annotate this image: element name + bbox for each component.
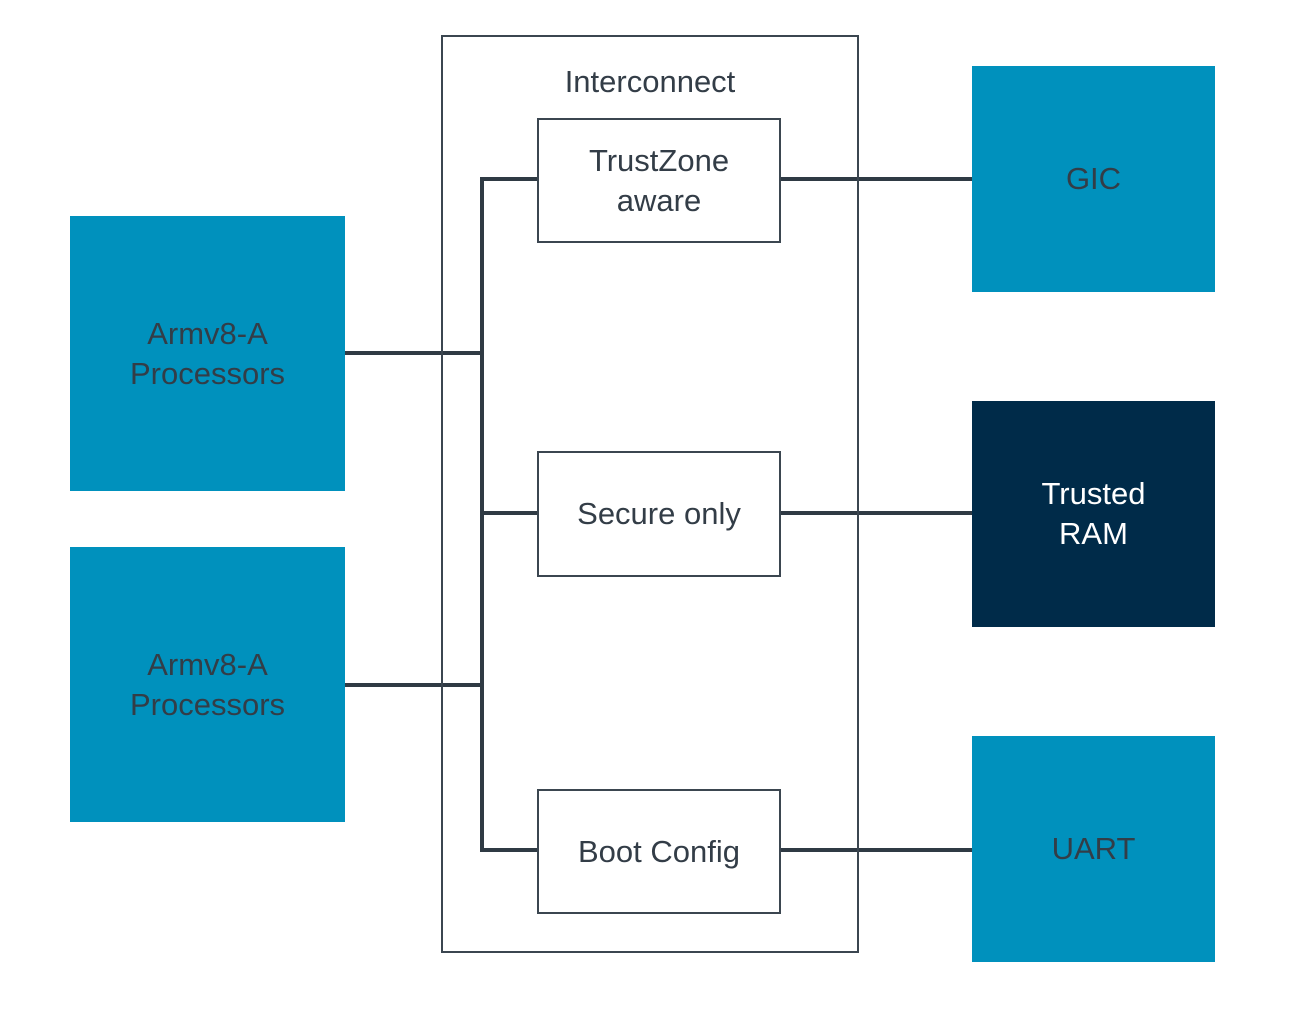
processor-2-line2: Processors <box>129 686 286 722</box>
processor-block-1: Armv8-A Processors <box>70 216 345 491</box>
uart-label: UART <box>1051 831 1136 866</box>
boot-config-block: Boot Config <box>537 789 781 914</box>
trusted-ram-line1: Trusted <box>1041 476 1146 511</box>
trusted-ram-block: Trusted RAM <box>972 401 1215 627</box>
processor-1-line2: Processors <box>129 355 286 391</box>
uart-block: UART <box>972 736 1215 962</box>
trustzone-line2: aware <box>616 182 702 218</box>
processor-2-line1: Armv8-A <box>147 646 268 682</box>
secure-only-block: Secure only <box>537 451 781 577</box>
trustzone-line1: TrustZone <box>588 142 730 178</box>
interconnect-title: Interconnect <box>564 64 736 99</box>
interconnect-box <box>441 35 859 953</box>
boot-config-label: Boot Config <box>578 833 740 869</box>
processor-1-line1: Armv8-A <box>147 315 268 351</box>
gic-label: GIC <box>1065 161 1122 196</box>
trusted-ram-line2: RAM <box>1059 516 1128 551</box>
trustzone-aware-block: TrustZone aware <box>537 118 781 243</box>
secure-only-label: Secure only <box>577 496 741 531</box>
processor-block-2: Armv8-A Processors <box>70 547 345 822</box>
gic-block: GIC <box>972 66 1215 292</box>
